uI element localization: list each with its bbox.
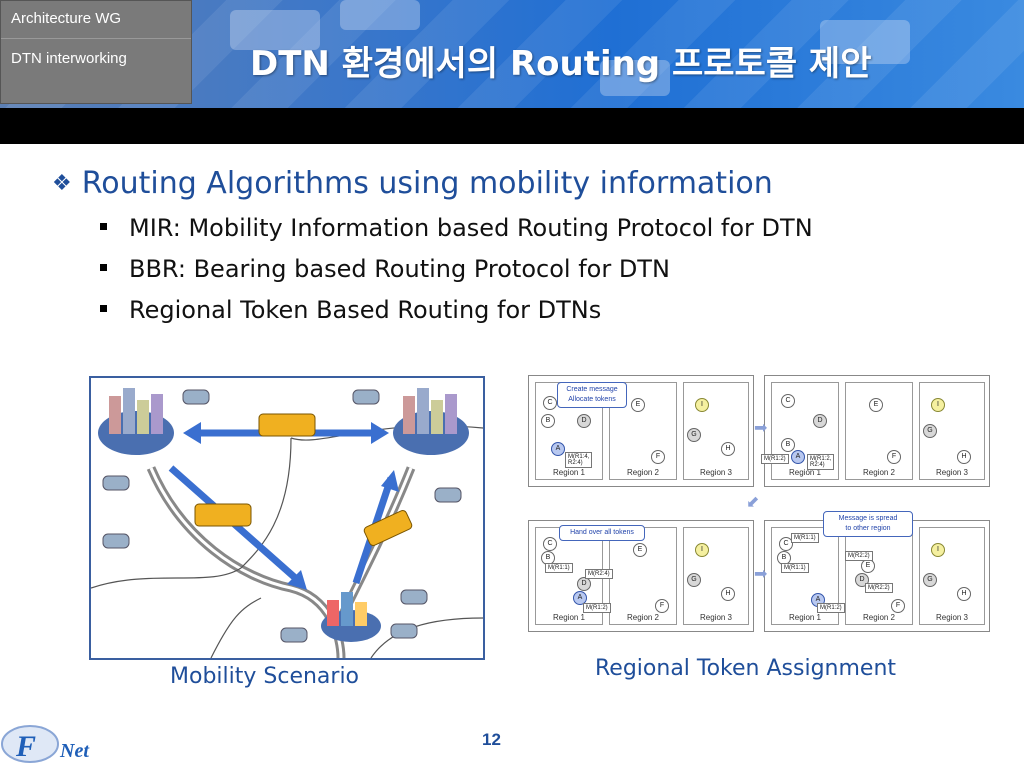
header-band (0, 108, 1024, 144)
message-tag: M(R1:2) (761, 454, 789, 464)
fnet-logo-graphic: F (1, 725, 59, 763)
main-bullet: ❖ Routing Algorithms using mobility infor… (52, 166, 773, 201)
node-f: F (891, 599, 905, 613)
node-a: A (791, 450, 805, 464)
main-bullet-text: Routing Algorithms using mobility inform… (81, 166, 773, 201)
message-tag: M(R2:2) (865, 583, 893, 593)
node-h: H (957, 450, 971, 464)
subgroup-label: DTN interworking (11, 50, 127, 67)
node-g: G (923, 424, 937, 438)
message-tag: M(R1:1) (781, 563, 809, 573)
right-arrow-icon: ➡ (754, 418, 768, 437)
message-tag: M(R1:1) (545, 563, 573, 573)
logo-text: Net (60, 740, 89, 762)
page-number: 12 (482, 730, 501, 749)
square-bullet-icon (100, 264, 107, 271)
square-bullet-icon (100, 223, 107, 230)
node-g: G (687, 428, 701, 442)
token-panel-2: Region 1 Region 2 Region 3 C D B A E F I… (761, 375, 990, 487)
sub-bullet-text: BBR: Bearing based Routing Protocol for … (129, 255, 670, 283)
node-d: D (577, 577, 591, 591)
mobility-scenario-figure (89, 376, 485, 660)
sub-bullet-text: Regional Token Based Routing for DTNs (129, 296, 602, 324)
mobility-scenario-caption: Mobility Scenario (170, 664, 360, 689)
node-g: G (687, 573, 701, 587)
diamond-bullet-icon: ❖ (52, 171, 72, 196)
message-tag: M(R1:4, R2:4) (565, 452, 593, 468)
node-e: E (861, 559, 875, 573)
node-a: A (551, 442, 565, 456)
node-g: G (923, 573, 937, 587)
message-tag: M(R1:2) (817, 603, 845, 613)
down-left-arrow-icon: ⬋ (746, 492, 760, 511)
fnet-logo: F (0, 716, 120, 768)
node-h: H (957, 587, 971, 601)
region-box: Region 2 (845, 382, 913, 480)
node-f: F (651, 450, 665, 464)
node-b: B (541, 414, 555, 428)
token-panel-4: Region 1 Region 2 Region 3 C B A E D F I… (764, 511, 990, 632)
node-h: H (721, 442, 735, 456)
node-c: C (781, 394, 795, 408)
node-i: I (931, 543, 945, 557)
svg-text:F: F (15, 730, 36, 763)
node-e: E (631, 398, 645, 412)
node-e: E (633, 543, 647, 557)
token-panel-3: Region 1 Region 2 Region 3 C B D A E F I… (528, 520, 754, 632)
workgroup-row (1, 1, 191, 39)
token-panel-1: Region 1 Region 2 Region 3 C B D A E F I… (528, 375, 754, 487)
workgroup-label: Architecture WG (11, 10, 122, 27)
node-i: I (695, 398, 709, 412)
callout-create-message: Create message Allocate tokens (557, 382, 627, 408)
node-b: B (541, 551, 555, 565)
node-f: F (655, 599, 669, 613)
workgroup-box: Architecture WG DTN interworking (0, 0, 192, 104)
keyboard-key-decoration (230, 10, 320, 50)
node-i: I (695, 543, 709, 557)
callout-message-spread: Message is spread to other region (823, 511, 913, 537)
node-c: C (543, 396, 557, 410)
node-e: E (869, 398, 883, 412)
slide-header: Architecture WG DTN interworking DTN 환경에… (0, 0, 1024, 108)
slide-title: DTN 환경에서의 Routing 프로토콜 제안 (250, 44, 872, 84)
square-bullet-icon (100, 305, 107, 312)
sub-bullet-1: MIR: Mobility Information based Routing … (100, 214, 813, 242)
message-tag: M(R1:2, R2:4) (807, 454, 835, 470)
keyboard-key-decoration (820, 20, 910, 64)
sub-bullet-3: Regional Token Based Routing for DTNs (100, 296, 601, 324)
message-tag: M(R1:1) (791, 533, 819, 543)
callout-hand-over-tokens: Hand over all tokens (559, 525, 645, 541)
message-tag: M(R2:2) (845, 551, 873, 561)
node-d: D (577, 414, 591, 428)
keyboard-key-decoration (340, 0, 420, 30)
node-a: A (573, 591, 587, 605)
message-tag: M(R2:4) (585, 569, 613, 579)
message-tag: M(R1:2) (583, 603, 611, 613)
sub-bullet-2: BBR: Bearing based Routing Protocol for … (100, 255, 670, 283)
region-box: Region 2 (609, 382, 677, 480)
node-b: B (781, 438, 795, 452)
node-f: F (887, 450, 901, 464)
node-d: D (813, 414, 827, 428)
node-c: C (779, 537, 793, 551)
mobility-scenario-illustration (91, 388, 483, 658)
right-arrow-icon: ➡ (754, 564, 768, 583)
token-assignment-caption: Regional Token Assignment (595, 656, 897, 681)
node-h: H (721, 587, 735, 601)
node-i: I (931, 398, 945, 412)
keyboard-key-decoration (600, 60, 670, 96)
sub-bullet-text: MIR: Mobility Information based Routing … (129, 214, 813, 242)
node-c: C (543, 537, 557, 551)
